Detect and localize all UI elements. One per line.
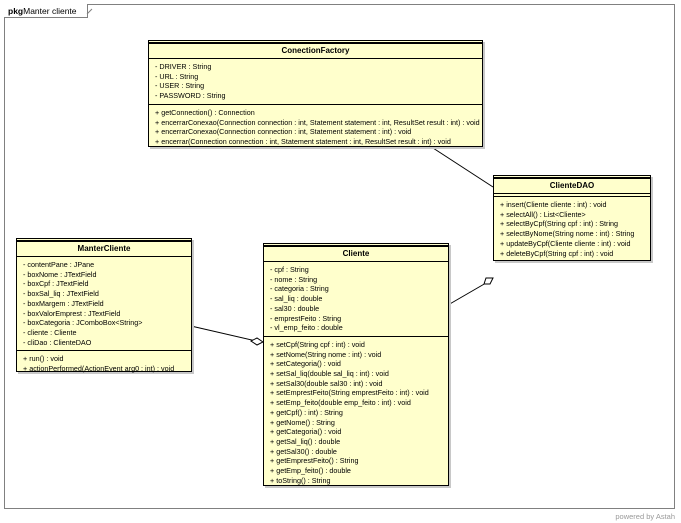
- attribute-line: - sal_liq : double: [270, 294, 323, 304]
- class-conection-factory[interactable]: ConectionFactory - DRIVER : String- URL …: [148, 40, 483, 147]
- operation-line: + getNome() : String: [270, 417, 335, 427]
- operation-line: + getSal_liq() : double: [270, 436, 341, 446]
- attributes-section: - contentPane : JPane- boxNome : JTextFi…: [17, 257, 191, 352]
- attribute-line: - cliDao : ClienteDAO: [23, 337, 92, 347]
- attributes-section: - DRIVER : String- URL : String- USER : …: [149, 59, 482, 105]
- operation-line: + getCpf() : int) : String: [270, 407, 343, 417]
- operation-line: + insert(Cliente cliente : int) : void: [500, 200, 607, 209]
- class-name: Cliente: [264, 245, 448, 262]
- attribute-line: - cpf : String: [270, 265, 309, 274]
- operation-line: + selectByNome(String nome : int) : Stri…: [500, 229, 635, 239]
- package-name: Manter cliente: [23, 6, 77, 16]
- operation-line: + updateByCpf(Cliente cliente : int) : v…: [500, 238, 631, 248]
- attribute-line: - emprestFeito : String: [270, 313, 342, 323]
- class-name: ClienteDAO: [494, 177, 650, 194]
- operation-line: + setSal30(double sal30 : int) : void: [270, 378, 383, 388]
- attributes-section: - cpf : String- nome : String- categoria…: [264, 262, 448, 337]
- class-cliente[interactable]: Cliente - cpf : String- nome : String- c…: [263, 243, 449, 486]
- operation-line: + deleteByCpf(String cpf : int) : void: [500, 248, 614, 258]
- class-cliente-dao[interactable]: ClienteDAO + insert(Cliente cliente : in…: [493, 175, 651, 261]
- operation-line: + encerrarConexao(Connection connection …: [155, 117, 480, 127]
- attribute-line: - boxValorEmprest : JTextField: [23, 308, 121, 318]
- operations-section: + run() : void+ actionPerformed(ActionEv…: [17, 351, 191, 376]
- attribute-line: - vl_emp_feito : double: [270, 323, 343, 333]
- attribute-line: - URL : String: [155, 71, 199, 81]
- attribute-line: - cliente : Cliente: [23, 327, 77, 337]
- operation-line: + encerrarConexao(Connection connection …: [155, 127, 412, 137]
- attribute-line: - PASSWORD : String: [155, 91, 226, 101]
- operation-line: + setSal_liq(double sal_liq : int) : voi…: [270, 369, 389, 379]
- operation-line: + actionPerformed(ActionEvent arg0 : int…: [23, 364, 175, 374]
- class-name: ManterCliente: [17, 240, 191, 257]
- operations-section: + setCpf(String cpf : int) : void+ setNo…: [264, 337, 448, 489]
- operation-line: + setEmp_feito(double emp_feito : int) :…: [270, 398, 411, 408]
- assoc-cliente-dao: [447, 282, 487, 306]
- powered-by-footer: powered by Astah: [615, 512, 675, 521]
- attribute-line: - boxCategoria : JComboBox<String>: [23, 318, 143, 328]
- operation-line: + run() : void: [23, 354, 64, 364]
- operation-line: + setCpf(String cpf : int) : void: [270, 339, 365, 349]
- attributes-section: [494, 194, 650, 197]
- class-manter-cliente[interactable]: ManterCliente - contentPane : JPane- box…: [16, 238, 192, 373]
- attribute-line: - nome : String: [270, 274, 318, 284]
- operation-line: + toString() : String: [270, 475, 331, 485]
- package-tab: pkgManter cliente: [4, 4, 88, 18]
- operation-line: + setEmprestFeito(String emprestFeito : …: [270, 388, 429, 398]
- attribute-line: - boxMargem : JTextField: [23, 298, 104, 308]
- attribute-line: - boxCpf : JTextField: [23, 279, 89, 289]
- operation-line: + getCategoria() : void: [270, 427, 342, 437]
- operation-line: + getConnection() : Connection: [155, 107, 255, 117]
- aggregation-diamond-cliente: [250, 337, 264, 346]
- operations-section: + getConnection() : Connection+ encerrar…: [149, 105, 482, 150]
- attribute-line: - categoria : String: [270, 284, 329, 294]
- attribute-line: - boxNome : JTextField: [23, 269, 97, 279]
- operation-line: + getEmp_feito() : double: [270, 466, 351, 476]
- assoc-manter-cliente: [190, 325, 257, 342]
- operation-line: + selectAll() : List<Cliente>: [500, 209, 586, 219]
- assoc-factory-dao: [432, 147, 494, 188]
- operation-line: + setCategoria() : void: [270, 359, 341, 369]
- operation-line: + setNome(String nome : int) : void: [270, 349, 382, 359]
- operations-section: + insert(Cliente cliente : int) : void+ …: [494, 197, 650, 261]
- aggregation-diamond-dao: [483, 277, 494, 285]
- operation-line: + getSal30() : double: [270, 446, 337, 456]
- attribute-line: - sal30 : double: [270, 303, 320, 313]
- attribute-line: - USER : String: [155, 81, 205, 91]
- attribute-line: - contentPane : JPane: [23, 260, 95, 269]
- operation-line: + getEmprestFeito() : String: [270, 456, 359, 466]
- attribute-line: - DRIVER : String: [155, 62, 212, 71]
- operation-line: + encerrar(Connection connection : int, …: [155, 136, 451, 146]
- package-keyword: pkg: [8, 6, 24, 16]
- class-name: ConectionFactory: [149, 42, 482, 59]
- operation-line: + selectByCpf(String cpf : int) : String: [500, 219, 619, 229]
- attribute-line: - boxSal_liq : JTextField: [23, 289, 99, 299]
- package-frame: [4, 4, 675, 509]
